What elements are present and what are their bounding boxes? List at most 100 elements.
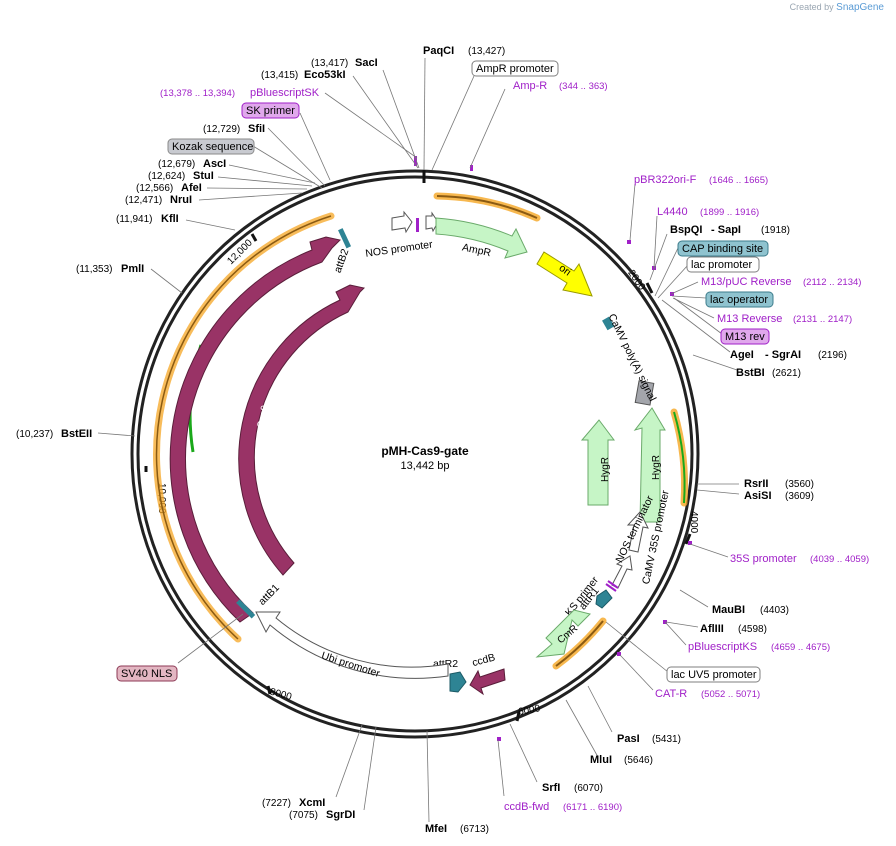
site-pasi: PasI [617,733,640,745]
attr1-arrow [595,589,613,609]
cas9-inner-label: Cas9 [256,404,272,430]
site-sfii-pos: (12,729) [203,124,240,135]
feature-label-boxes: AmpR promoter SK primer Kozak sequence C… [116,60,774,683]
primer-m13-puc-reverse-pos: (2112 .. 2134) [803,277,861,288]
leader-lines [97,57,740,823]
primer-pbr322ori-pos: (1646 .. 1665) [709,175,768,186]
label-lac-promoter: lac promoter [691,259,752,271]
camv-35s-arrow [626,511,649,553]
site-mfei-pos: (6713) [460,824,489,835]
primer-m13-reverse-pos: (2131 .. 2147) [793,314,852,325]
site-sapi-name: SapI [718,224,741,236]
site-sgrdi-pos: (7075) [289,810,318,821]
branding-prefix: Created by [789,2,834,12]
site-sgrai-name: SgrAI [772,349,801,361]
site-maubi: MauBI [712,604,745,616]
site-pasi-pos: (5431) [652,734,681,745]
attb1-label: attB1 [256,582,282,608]
camv-polya-marker [602,316,615,331]
primer-ccdb-fwd-pos: (6171 .. 6190) [563,802,622,813]
primer-pbluescriptsk: pBluescriptSK [250,87,320,99]
primer-cat-r: CAT-R [655,688,687,700]
snapgene-branding: Created by SnapGene [790,2,884,13]
site-asisi: AsiSI [744,490,772,502]
site-stui-pos: (12,624) [148,171,185,182]
site-pmli-pos: (11,353) [76,264,113,275]
site-bstbi-pos: (2621) [772,368,801,379]
camv-polya-label: CaMV poly(A) signal [606,312,659,403]
cmr-arrow [535,609,591,658]
site-afei-pos: (12,566) [136,183,173,194]
camv-polya-block [634,380,655,406]
site-bstbi: BstBI [736,367,765,379]
nos-promoter-label: NOS promoter [365,238,434,259]
primer-m13-puc-reverse: M13/pUC Reverse [701,276,791,288]
site-srfi-pos: (6070) [574,783,603,794]
primer-labels: (13,378 .. 13,394) pBluescriptSK Amp-R (… [160,80,869,813]
right-site-labels: BspQI - SapI (1918) AgeI - SgrAI (2196) … [262,224,847,835]
site-sgrai: - SgrAI [765,349,801,361]
cas9-outer-arrow [169,236,342,623]
site-saci: SacI [355,57,378,69]
hygr-outer-label: HygR [651,455,662,480]
attb2-label: attB2 [332,247,352,274]
primer-ccdb-fwd: ccdB-fwd [504,801,549,813]
plasmid-name: pMH-Cas9-gate [381,444,469,458]
site-kfli-pos: (11,941) [116,214,153,225]
attr2-arrow [449,671,467,693]
label-kozak-sequence: Kozak sequence [172,141,253,153]
site-srfi: SrfI [542,782,560,794]
plasmid-size: 13,442 bp [401,460,450,472]
site-bsteii-pos: (10,237) [16,429,53,440]
site-nrui-pos: (12,471) [125,195,162,206]
site-sapi: - SapI [711,224,741,236]
primer-pbluescriptks: pBluescriptKS [688,641,757,653]
site-xcmi-pos: (7227) [262,798,291,809]
site-saci-pos: (13,417) [311,58,348,69]
site-asci: AscI [203,158,226,170]
site-xcmi: XcmI [299,797,325,809]
nos-promoter-arrow-1 [391,210,413,234]
cas9-inner-arrow [238,284,366,576]
site-agei: AgeI [730,349,754,361]
ks-primer-marks [605,580,619,592]
label-ampr-promoter: AmpR promoter [476,63,554,75]
site-asci-pos: (12,679) [158,159,195,170]
tick-label-6000: 6000 [517,703,541,718]
primer-cat-r-pos: (5052 .. 5071) [701,689,760,700]
primer-35s-promoter-pos: (4039 .. 4059) [810,554,869,565]
site-paqci: PaqCI [423,45,454,57]
site-afliii-pos: (4598) [738,624,767,635]
site-rsrii-pos: (3560) [785,479,814,490]
primer-pbluescriptks-pos: (4659 .. 4675) [771,642,830,653]
site-paqci-pos: (13,427) [468,46,505,57]
ori-label: ori [557,262,573,279]
hygr-outer-arrow [633,407,666,523]
primer-m13-reverse: M13 Reverse [717,313,782,325]
site-bspqi-pos: (1918) [761,225,790,236]
label-cap-binding-site: CAP binding site [682,243,763,255]
label-lac-operator: lac operator [710,294,768,306]
site-bsteii: BstEII [61,428,92,440]
site-agei-pos: (2196) [818,350,847,361]
label-sv40-nls: SV40 NLS [121,668,172,680]
left-site-labels: PaqCI (13,427) (13,417) SacI (13,415) Ec… [16,45,505,440]
backbone-outer [130,169,700,739]
site-mlui: MluI [590,754,612,766]
cas9-outer-label: Cas9 [196,387,212,413]
site-bspqi: BspQI [670,224,702,236]
primer-35s-promoter: 35S promoter [730,553,797,565]
hygr-inner-arrow [580,419,615,506]
ori-arrow [536,251,593,297]
ccdb-label: ccdB [471,652,497,670]
primer-l4440-pos: (1899 .. 1916) [700,207,759,218]
ubi-promoter-label: Ubi promoter [320,650,382,680]
tick-label-8000: 8000 [269,687,294,703]
ubi-promoter-arrow [255,611,449,679]
site-afei: AfeI [181,182,202,194]
site-stui: StuI [193,170,214,182]
site-nrui: NruI [170,194,192,206]
ruler-ticks [144,170,692,722]
site-mlui-pos: (5646) [624,755,653,766]
primer-pbr322ori: pBR322ori-F [634,174,697,186]
